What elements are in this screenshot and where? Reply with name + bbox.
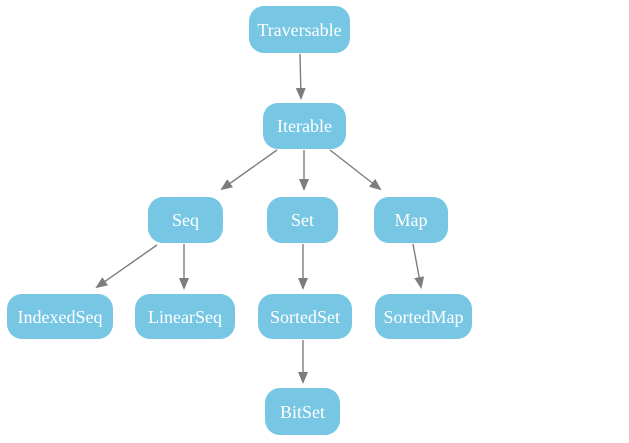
edge-map-sortedmap: [412, 243, 425, 289]
node-iterable: Iterable: [263, 103, 346, 149]
node-traversable: Traversable: [249, 6, 350, 53]
node-bitset: BitSet: [265, 388, 340, 435]
edge-traversable-iterable: [295, 53, 306, 100]
node-indexedseq: IndexedSeq: [7, 294, 113, 339]
node-sortedmap: SortedMap: [375, 294, 472, 339]
node-set: Set: [267, 197, 338, 243]
edge-iterable-map: [329, 149, 382, 191]
edge-seq-indexedseq: [95, 244, 158, 289]
node-map: Map: [374, 197, 448, 243]
edge-iterable-seq: [220, 149, 278, 191]
node-seq: Seq: [148, 197, 223, 243]
node-sortedset: SortedSet: [258, 294, 352, 339]
node-linearseq: LinearSeq: [135, 294, 235, 339]
